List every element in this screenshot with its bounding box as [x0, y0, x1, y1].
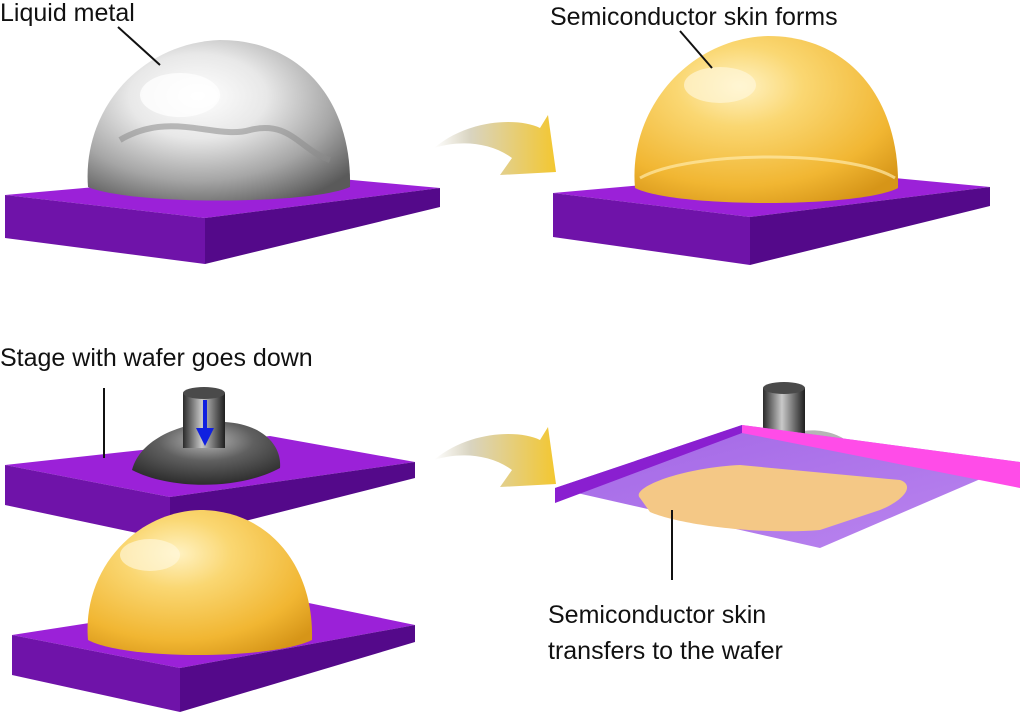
label-transfer-line1: Semiconductor skin	[548, 601, 767, 629]
process-arrow-top	[434, 115, 556, 175]
semiconductor-dome-lower	[87, 510, 313, 655]
liquid-metal-leader	[117, 26, 161, 66]
down-arrow-icon	[196, 400, 214, 446]
label-skin-forms: Semiconductor skin forms	[550, 3, 838, 31]
liquid-metal-droplet	[87, 40, 351, 201]
skin-forms-leader	[679, 30, 713, 69]
label-transfer-line2: transfers to the wafer	[548, 637, 783, 665]
label-liquid-metal: Liquid metal	[0, 0, 135, 27]
semiconductor-dome	[634, 36, 899, 203]
stage-dome-dark	[132, 421, 281, 485]
process-arrow-bottom	[434, 427, 556, 487]
transferred-skin	[638, 465, 908, 532]
label-stage-down: Stage with wafer goes down	[0, 344, 313, 372]
